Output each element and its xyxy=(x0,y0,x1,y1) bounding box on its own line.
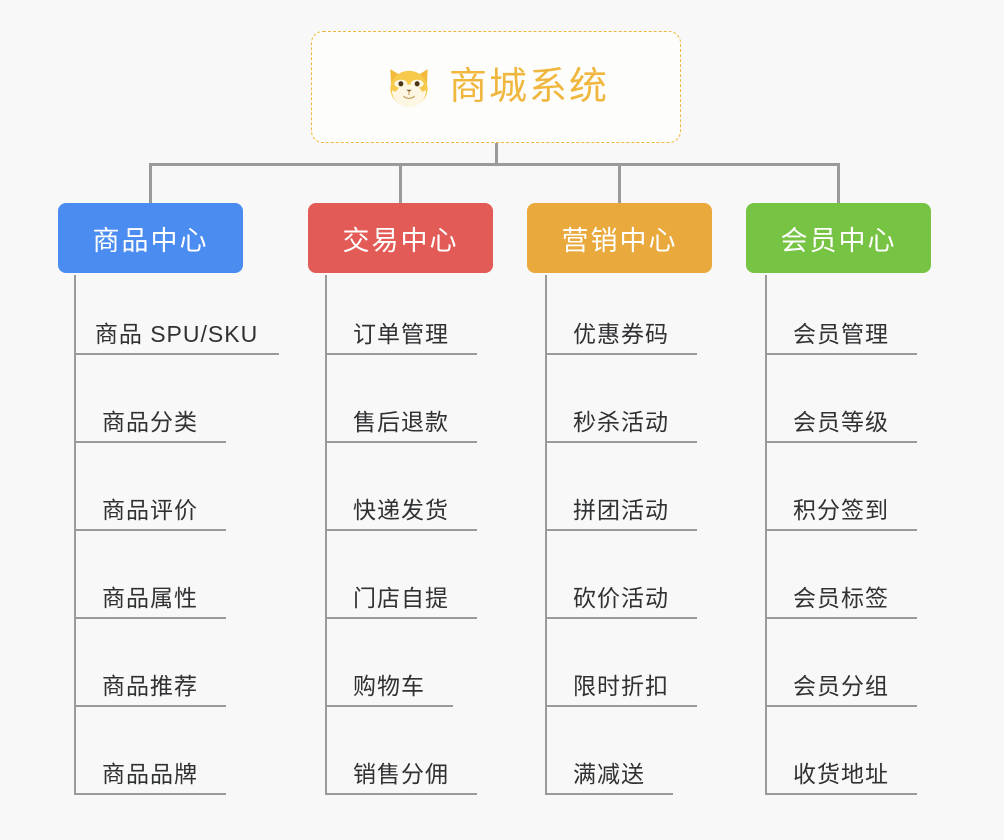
branch-rail xyxy=(545,275,547,795)
branch-item[interactable]: 会员等级 xyxy=(765,363,917,443)
branch-item-label: 商品评价 xyxy=(102,496,198,523)
branch-header-label: 商品中心 xyxy=(92,225,209,256)
branch-item[interactable]: 积分签到 xyxy=(765,451,917,531)
branch-rail xyxy=(74,275,76,795)
branch-item-label: 售后退款 xyxy=(353,408,449,435)
branch-item-label: 购物车 xyxy=(353,672,425,699)
branch-header-4[interactable]: 会员中心 xyxy=(746,203,931,273)
branch-item-label: 商品属性 xyxy=(102,584,198,611)
branch-item-label: 订单管理 xyxy=(353,320,449,347)
branch-item[interactable]: 售后退款 xyxy=(325,363,477,443)
branch-item-label: 会员标签 xyxy=(793,584,889,611)
connector-drop-1 xyxy=(149,163,152,203)
branch-header-label: 营销中心 xyxy=(561,225,678,256)
branch-header-3[interactable]: 营销中心 xyxy=(527,203,712,273)
branch-item[interactable]: 满减送 xyxy=(545,715,673,795)
branch-item[interactable]: 商品品牌 xyxy=(74,715,226,795)
branch-item-label: 商品品牌 xyxy=(102,760,198,787)
branch-item[interactable]: 销售分佣 xyxy=(325,715,477,795)
branch-item[interactable]: 会员标签 xyxy=(765,539,917,619)
branch-item[interactable]: 商品推荐 xyxy=(74,627,226,707)
branch-item-label: 积分签到 xyxy=(793,496,889,523)
branch-item-label: 会员管理 xyxy=(793,320,889,347)
root-node-content: 商城系统 xyxy=(383,61,609,113)
branch-item-label: 商品分类 xyxy=(102,408,198,435)
branch-item[interactable]: 会员管理 xyxy=(765,275,917,355)
branch-item[interactable]: 收货地址 xyxy=(765,715,917,795)
connector-root-stem xyxy=(494,143,498,166)
branch-item[interactable]: 购物车 xyxy=(325,627,453,707)
branch-item-label: 门店自提 xyxy=(353,584,449,611)
branch-item[interactable]: 快递发货 xyxy=(325,451,477,531)
branch-item-label: 商品推荐 xyxy=(102,672,198,699)
branch-item[interactable]: 秒杀活动 xyxy=(545,363,697,443)
branch-item[interactable]: 限时折扣 xyxy=(545,627,697,707)
connector-drop-4 xyxy=(837,163,840,203)
branch-item[interactable]: 商品分类 xyxy=(74,363,226,443)
branch-header-2[interactable]: 交易中心 xyxy=(308,203,493,273)
branch-item-label: 销售分佣 xyxy=(353,760,449,787)
branch-item-label: 限时折扣 xyxy=(573,672,669,699)
branch-item-label: 拼团活动 xyxy=(573,496,669,523)
branch-item[interactable]: 砍价活动 xyxy=(545,539,697,619)
branch-item[interactable]: 订单管理 xyxy=(325,275,477,355)
branch-item[interactable]: 商品评价 xyxy=(74,451,226,531)
branch-item[interactable]: 拼团活动 xyxy=(545,451,697,531)
branch-rail xyxy=(765,275,767,795)
branch-item-label: 满减送 xyxy=(573,760,645,787)
branch-item[interactable]: 商品属性 xyxy=(74,539,226,619)
branch-rail xyxy=(325,275,327,795)
branch-item[interactable]: 会员分组 xyxy=(765,627,917,707)
branch-item[interactable]: 门店自提 xyxy=(325,539,477,619)
root-node[interactable]: 商城系统 xyxy=(311,31,681,143)
shiba-dog-face-icon xyxy=(383,61,435,113)
branch-item-label: 会员等级 xyxy=(793,408,889,435)
branch-item-label: 砍价活动 xyxy=(573,584,669,611)
branch-item-label: 会员分组 xyxy=(793,672,889,699)
connector-drop-3 xyxy=(618,163,621,203)
root-title: 商城系统 xyxy=(448,66,609,108)
branch-item-label: 收货地址 xyxy=(793,760,889,787)
connector-bus xyxy=(150,163,839,166)
branch-item-label: 快递发货 xyxy=(353,496,449,523)
branch-item-label: 商品 SPU/SKU xyxy=(94,320,259,347)
branch-item-label: 优惠券码 xyxy=(573,320,669,347)
branch-item[interactable]: 商品 SPU/SKU xyxy=(74,275,279,355)
branch-header-label: 会员中心 xyxy=(780,225,897,256)
branch-item-label: 秒杀活动 xyxy=(573,408,669,435)
branch-item[interactable]: 优惠券码 xyxy=(545,275,697,355)
branch-header-label: 交易中心 xyxy=(342,225,459,256)
connector-drop-2 xyxy=(399,163,402,203)
branch-header-1[interactable]: 商品中心 xyxy=(58,203,243,273)
